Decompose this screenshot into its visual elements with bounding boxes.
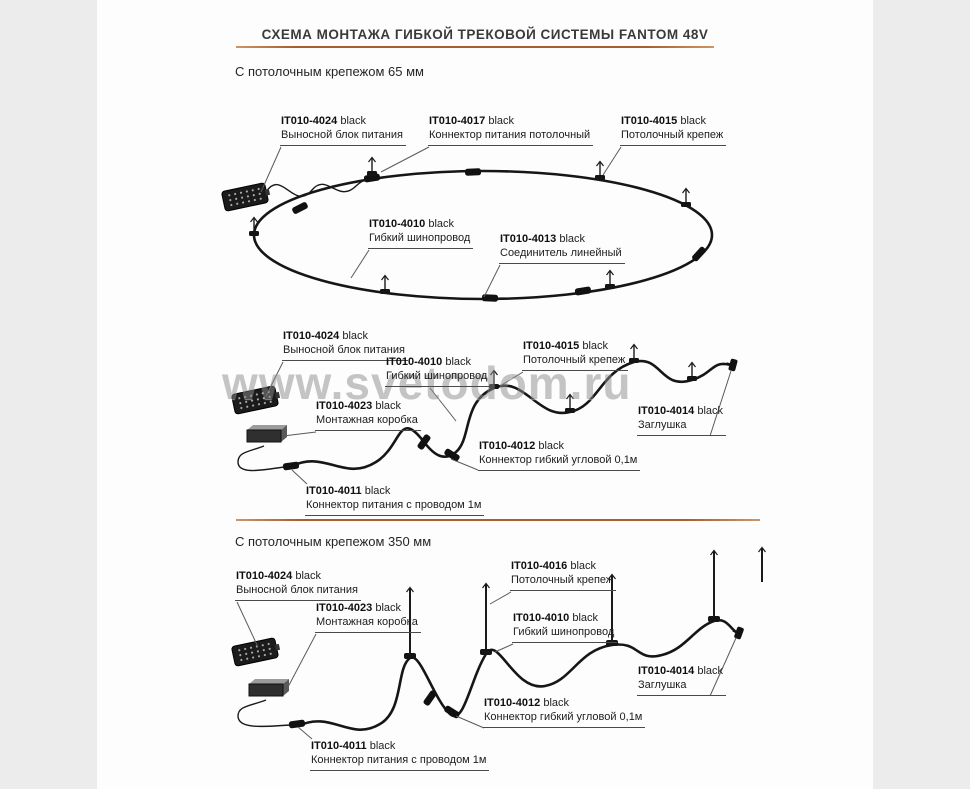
part-code: IT010-4024 black: [236, 570, 322, 582]
diagram-ring-65: [220, 146, 714, 302]
part-desc: Соединитель линейный: [500, 247, 622, 259]
feed-cable: [237, 699, 291, 728]
part-desc: Заглушка: [638, 419, 687, 431]
part-desc: Коннектор гибкий угловой 0,1м: [479, 454, 638, 466]
part-code: IT010-4010 black: [369, 218, 455, 230]
label-d1-it010-4024: IT010-4024 black Выносной блок питания: [280, 114, 406, 146]
ceiling-mount-65-icon: [379, 274, 391, 295]
part-desc: Потолочный крепеж: [511, 574, 614, 586]
part-code: IT010-4023 black: [316, 400, 402, 412]
section-heading-65mm: С потолочным крепежом 65 мм: [235, 64, 424, 79]
part-desc: Монтажная коробка: [316, 616, 418, 628]
part-code: IT010-4023 black: [316, 602, 402, 614]
label-d2-it010-4010: IT010-4010 black Гибкий шинопровод: [385, 355, 491, 387]
leader-lines: [260, 146, 622, 298]
corner-connector-icon: [422, 689, 438, 707]
power-supply-icon: [230, 636, 283, 667]
part-code: IT010-4015 black: [523, 340, 609, 352]
ceiling-mount-65-icon: [594, 160, 606, 181]
power-feed-connector-icon: [282, 461, 300, 471]
part-desc: Выносной блок питания: [281, 129, 403, 141]
part-desc: Коннектор гибкий угловой 0,1м: [484, 711, 643, 723]
label-d3-it010-4014: IT010-4014 black Заглушка: [637, 664, 727, 696]
linear-connector-icon: [574, 286, 592, 296]
part-desc: Потолочный крепеж: [621, 129, 724, 141]
flex-track-ring: [252, 169, 714, 301]
part-desc: Потолочный крепеж: [523, 354, 626, 366]
power-cable: [265, 176, 372, 197]
section-heading-350mm: С потолочным крепежом 350 мм: [235, 534, 432, 549]
part-desc: Гибкий шинопровод: [369, 232, 471, 244]
part-code: IT010-4015 black: [621, 115, 707, 127]
part-desc: Монтажная коробка: [316, 414, 418, 426]
ceiling-mount-65-icon: [488, 369, 500, 390]
label-d2-it010-4015: IT010-4015 black Потолочный крепеж: [522, 339, 629, 371]
part-desc: Гибкий шинопровод: [513, 626, 615, 638]
part-desc: Выносной блок питания: [283, 344, 405, 356]
linear-connector-icon: [464, 168, 482, 176]
loose-mount-icon: [758, 546, 766, 582]
label-d2-it010-4014: IT010-4014 black Заглушка: [637, 404, 727, 436]
label-d3-it010-4016: IT010-4016 black Потолочный крепеж: [510, 559, 617, 591]
ceiling-mount-65-icon: [248, 216, 260, 237]
part-code: IT010-4013 black: [500, 233, 586, 245]
power-feed-connector-icon: [288, 719, 306, 729]
part-code: IT010-4012 black: [479, 440, 565, 452]
diagram-wave-350: [230, 546, 766, 740]
feed-cable: [237, 445, 285, 472]
mounting-box-icon: [248, 678, 290, 697]
part-desc: Заглушка: [638, 679, 687, 691]
label-d2-it010-4012: IT010-4012 black Коннектор гибкий углово…: [478, 439, 641, 471]
linear-connector-icon: [291, 201, 309, 215]
label-d2-it010-4011: IT010-4011 black Коннектор питания с про…: [305, 484, 485, 516]
part-code: IT010-4014 black: [638, 405, 724, 417]
title-rule: [236, 46, 714, 48]
diagram-wave-65: [230, 343, 739, 485]
part-desc: Коннектор питания с проводом 1м: [311, 754, 487, 766]
part-desc: Коннектор питания с проводом 1м: [306, 499, 482, 511]
ceiling-mount-65-icon: [604, 269, 616, 290]
ceiling-mount-65-icon: [628, 343, 640, 364]
part-desc: Гибкий шинопровод: [386, 370, 488, 382]
page-title: СХЕМА МОНТАЖА ГИБКОЙ ТРЕКОВОЙ СИСТЕМЫ FA…: [261, 27, 709, 42]
part-code: IT010-4012 black: [484, 697, 570, 709]
label-d3-it010-4011: IT010-4011 black Коннектор питания с про…: [310, 739, 490, 771]
leader-lines: [236, 591, 737, 740]
power-supply-icon: [230, 384, 283, 415]
ceiling-mount-65-icon: [686, 361, 698, 382]
label-d3-it010-4012: IT010-4012 black Коннектор гибкий углово…: [483, 696, 646, 728]
part-desc: Выносной блок питания: [236, 584, 358, 596]
part-desc: Коннектор питания потолочный: [429, 129, 591, 141]
label-d1-it010-4010: IT010-4010 black Гибкий шинопровод: [368, 217, 474, 249]
label-d2-it010-4023: IT010-4023 black Монтажная коробка: [315, 399, 421, 431]
flex-track: [297, 618, 737, 731]
part-code: IT010-4024 black: [281, 115, 367, 127]
part-code: IT010-4011 black: [311, 740, 396, 752]
section-divider: [236, 519, 760, 521]
label-d2-it010-4024: IT010-4024 black Выносной блок питания: [282, 329, 408, 361]
leader-lines: [265, 361, 732, 485]
part-code: IT010-4017 black: [429, 115, 515, 127]
label-d3-it010-4010: IT010-4010 black Гибкий шинопровод: [512, 611, 618, 643]
label-d3-it010-4024: IT010-4024 black Выносной блок питания: [235, 569, 361, 601]
mounting-box-icon: [246, 424, 288, 443]
part-code: IT010-4010 black: [513, 612, 599, 624]
label-d1-it010-4013: IT010-4013 black Соединитель линейный: [499, 232, 625, 264]
part-code: IT010-4024 black: [283, 330, 369, 342]
part-code: IT010-4016 black: [511, 560, 597, 572]
end-cap-icon: [729, 624, 746, 641]
ceiling-mount-65-icon: [680, 187, 692, 208]
part-code: IT010-4011 black: [306, 485, 391, 497]
part-code: IT010-4010 black: [386, 356, 472, 368]
part-code: IT010-4014 black: [638, 665, 724, 677]
ceiling-mount-65-icon: [366, 156, 378, 177]
ceiling-mount-350-icon: [707, 549, 721, 623]
label-d1-it010-4017: IT010-4017 black Коннектор питания потол…: [428, 114, 594, 146]
ceiling-mount-350-icon: [479, 582, 493, 656]
label-d1-it010-4015: IT010-4015 black Потолочный крепеж: [620, 114, 727, 146]
label-d3-it010-4023: IT010-4023 black Монтажная коробка: [315, 601, 421, 633]
ceiling-mount-65-icon: [564, 393, 576, 414]
